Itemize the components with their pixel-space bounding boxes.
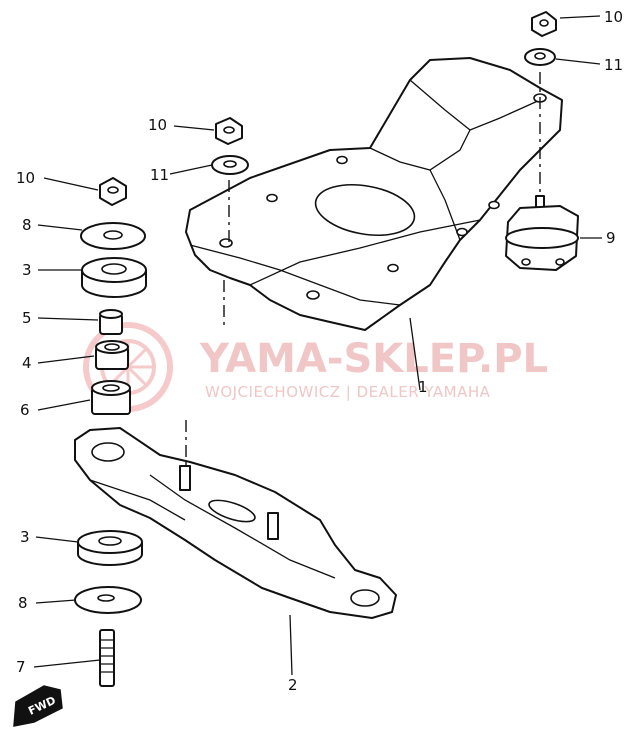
callout-4: 4 <box>22 354 32 372</box>
leader-lines <box>33 15 602 676</box>
callout-10-left: 10 <box>16 169 35 187</box>
callout-7: 7 <box>16 658 26 676</box>
plate-stud-rear <box>267 512 279 540</box>
watermark-title: YAMA-SKLEP.PL <box>199 336 548 382</box>
stud-bolt <box>99 629 115 687</box>
lower-mount-plate <box>74 427 397 619</box>
washer-left-upper <box>80 222 146 250</box>
assembly-lines <box>185 72 541 465</box>
washer-left-lower <box>74 586 142 614</box>
callout-8-upper: 8 <box>22 216 32 234</box>
nut-top-right <box>531 11 557 37</box>
callout-2: 2 <box>288 676 298 694</box>
bushing-lower <box>91 380 131 415</box>
collar <box>99 309 123 335</box>
callout-5: 5 <box>22 309 32 327</box>
callout-labels: 10 11 10 11 10 8 3 5 4 6 3 8 7 9 1 2 <box>16 8 623 694</box>
callout-11-top-right: 11 <box>604 56 623 74</box>
nut-left <box>99 177 127 206</box>
upper-mount-bracket <box>185 57 563 331</box>
damper-left-upper <box>81 257 147 298</box>
callout-9: 9 <box>606 229 616 247</box>
damper-left-lower <box>77 530 143 566</box>
bushing-upper <box>95 340 129 370</box>
watermark: YAMA-SKLEP.PL WOJCIECHOWICZ | DEALER YAM… <box>83 322 548 412</box>
callout-3-upper: 3 <box>22 261 32 279</box>
callout-3-lower: 3 <box>20 528 30 546</box>
washer-top-right <box>524 48 556 66</box>
callout-11-top-middle: 11 <box>150 166 169 184</box>
washer-top-middle <box>211 155 249 175</box>
watermark-subtitle: WOJCIECHOWICZ | DEALER YAMAHA <box>205 383 491 401</box>
callout-8-lower: 8 <box>18 594 28 612</box>
callout-10-top-right: 10 <box>604 8 623 26</box>
callout-6: 6 <box>20 401 30 419</box>
forward-direction-arrow: FWD <box>13 685 63 727</box>
rubber-mount <box>505 195 579 271</box>
nut-top-middle <box>215 117 243 145</box>
callout-1: 1 <box>418 378 428 396</box>
plate-stud-front <box>179 465 191 491</box>
callout-10-top-middle: 10 <box>148 116 167 134</box>
